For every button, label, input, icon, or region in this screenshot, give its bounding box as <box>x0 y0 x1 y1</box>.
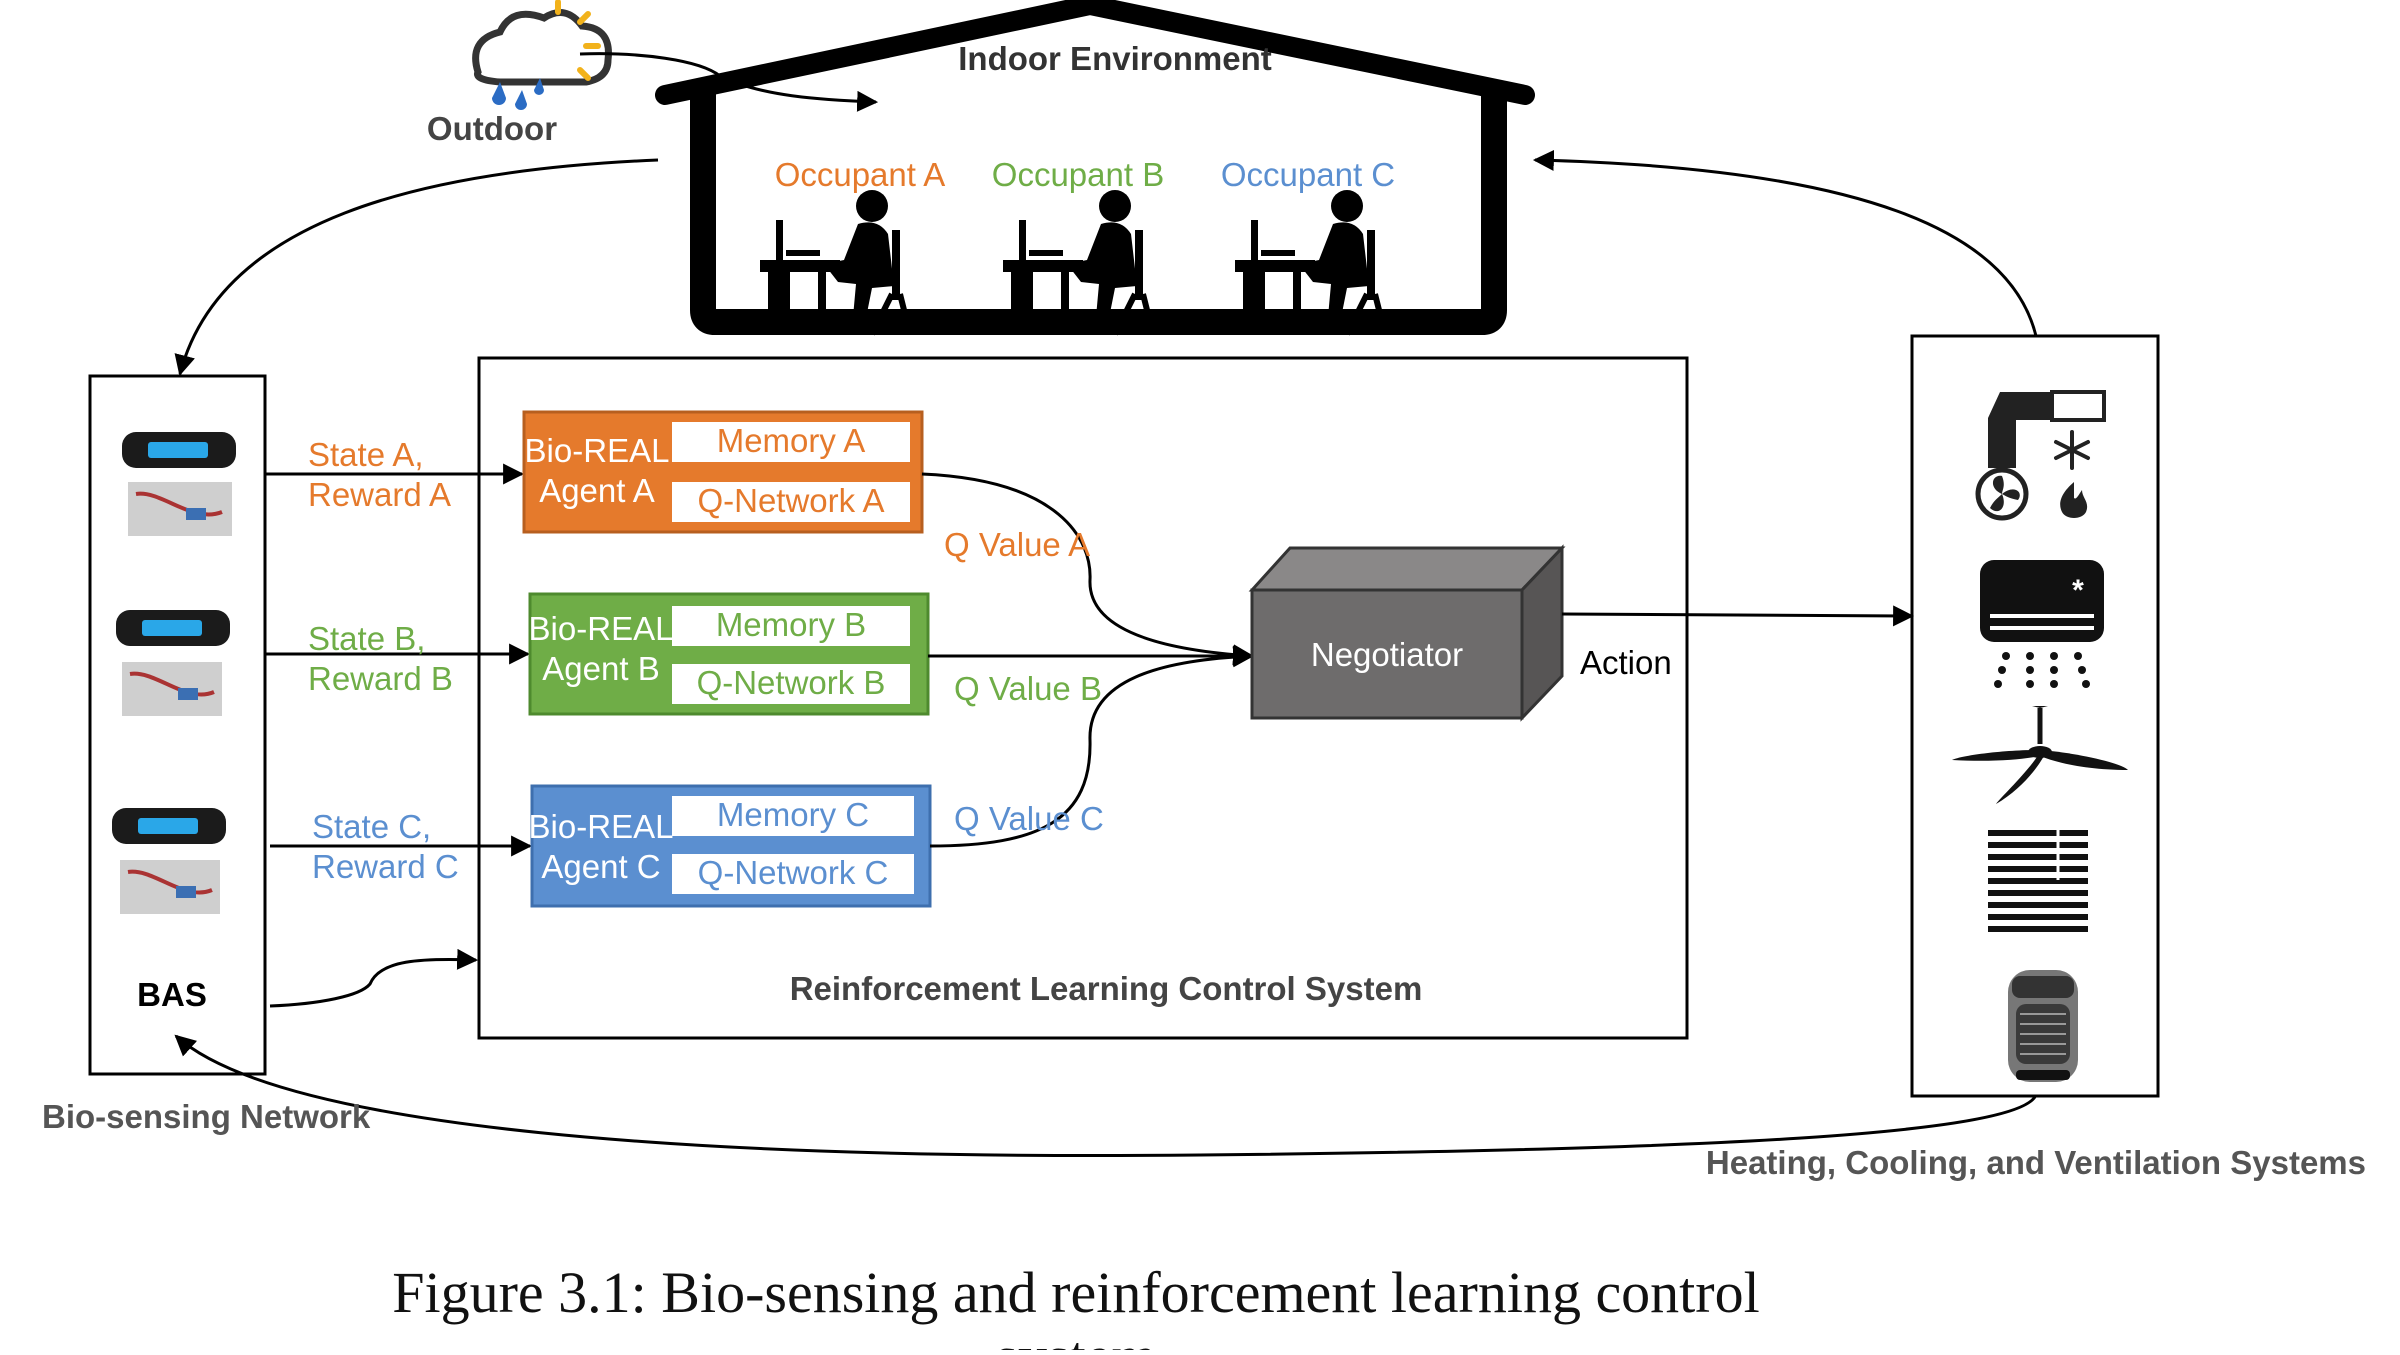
hvac-to-bas-arrow <box>174 1034 2038 1158</box>
qnetwork-b-label: Q-Network B <box>697 664 886 701</box>
agent-c-name-2: Agent C <box>541 848 660 885</box>
negotiator-label: Negotiator <box>1311 636 1463 673</box>
agent-b-name-2: Agent B <box>542 650 659 687</box>
occupant-a-figure <box>760 190 913 336</box>
occupant-c-label: Occupant C <box>1221 156 1395 193</box>
agent-b-box <box>528 592 930 716</box>
qvalue-a-arrow <box>921 472 1255 666</box>
indoor-to-biosensing-arrow <box>174 158 659 377</box>
agent-a-name-2: Agent A <box>539 472 655 509</box>
occupant-a-label: Occupant A <box>775 156 946 193</box>
qvalue-c-label: Q Value C <box>954 800 1104 837</box>
wearable-sensor-c <box>112 808 226 914</box>
figure-caption-line2: system <box>995 1324 1156 1350</box>
state-b-label: State B, <box>308 620 425 657</box>
hvac-to-indoor-arrow <box>1532 149 2038 337</box>
qvalue-c-arrow <box>929 646 1255 848</box>
occupant-c-figure <box>1235 190 1388 336</box>
outdoor-weather-icon <box>472 0 612 110</box>
agent-a-name-1: Bio-REAL <box>525 432 670 469</box>
qvalue-b-label: Q Value B <box>954 670 1102 707</box>
air-conditioner-icon: * <box>1980 560 2104 688</box>
memory-a-label: Memory A <box>717 422 866 459</box>
wearable-sensor-a <box>122 432 236 536</box>
action-arrow <box>1561 605 1915 627</box>
svg-text:*: * <box>2072 574 2084 607</box>
bas-label: BAS <box>137 976 207 1013</box>
hvac-systems-box <box>1910 334 2160 1098</box>
action-label: Action <box>1580 644 1672 681</box>
qnetwork-a-label: Q-Network A <box>697 482 884 519</box>
agent-b-name-1: Bio-REAL <box>529 610 674 647</box>
reward-b-label: Reward B <box>308 660 453 697</box>
hvac-duct-icon <box>1975 390 2106 521</box>
outdoor-to-indoor-arrow <box>579 52 879 112</box>
outdoor-label: Outdoor <box>427 110 557 147</box>
wearable-sensor-b <box>116 610 230 716</box>
space-heater-icon <box>2008 970 2078 1082</box>
negotiator-box <box>1248 544 1566 722</box>
qvalue-a-label: Q Value A <box>944 526 1090 563</box>
occupant-b-figure <box>1003 190 1156 336</box>
bas-to-rl-arrow <box>269 948 479 1008</box>
figure-caption-line1: Figure 3.1: Bio-sensing and reinforcemen… <box>392 1260 1759 1325</box>
ceiling-fan-icon <box>1952 706 2128 804</box>
reward-a-label: Reward A <box>308 476 451 513</box>
memory-c-label: Memory C <box>717 796 869 833</box>
rl-control-system-box <box>477 356 1689 1040</box>
indoor-environment-label: Indoor Environment <box>958 40 1272 77</box>
agent-a-box <box>522 410 924 534</box>
qnetwork-c-label: Q-Network C <box>698 854 889 891</box>
agent-c-box <box>530 784 932 908</box>
occupant-b-label: Occupant B <box>992 156 1164 193</box>
reward-c-label: Reward C <box>312 848 459 885</box>
memory-b-label: Memory B <box>716 606 866 643</box>
bio-sensing-network-label: Bio-sensing Network <box>42 1098 371 1135</box>
hvac-systems-label: Heating, Cooling, and Ventilation System… <box>1706 1144 2366 1181</box>
agent-c-name-1: Bio-REAL <box>529 808 674 845</box>
rl-control-system-label: Reinforcement Learning Control System <box>790 970 1423 1007</box>
window-blind-icon <box>1988 830 2088 932</box>
state-a-label: State A, <box>308 436 424 473</box>
bio-sensing-network-box <box>88 374 267 1076</box>
state-c-label: State C, <box>312 808 431 845</box>
